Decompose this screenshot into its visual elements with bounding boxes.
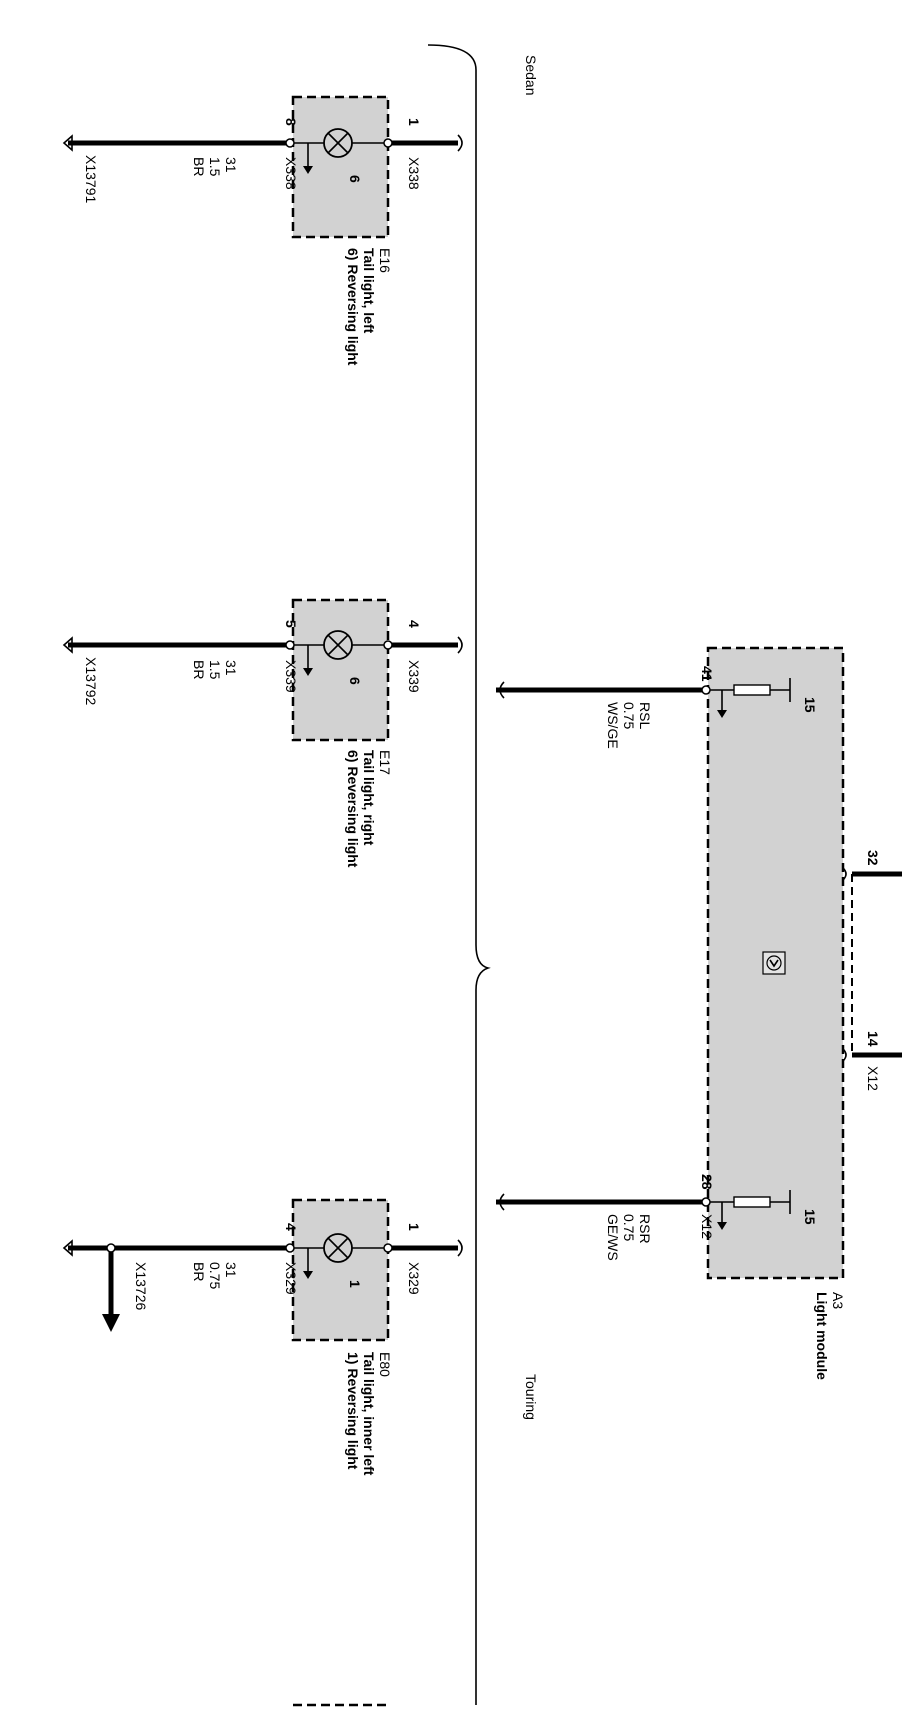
component-e80: 1 X329 4 X329 1 31 0.75 BR X13726 E80 Ta… [62, 1198, 463, 1476]
svg-text:X13792: X13792 [83, 657, 99, 705]
svg-text:X339: X339 [406, 660, 422, 693]
svg-text:E80: E80 [377, 1352, 393, 1377]
module-symbol-icon [762, 951, 786, 975]
variant-label-sedan: Sedan [523, 55, 539, 95]
svg-text:X338: X338 [406, 157, 422, 190]
svg-text:31: 31 [223, 660, 239, 676]
svg-text:15: 15 [802, 1209, 818, 1225]
component-e16: 1 X338 8 X338 6 31 1.5 BR X13791 E16 Tai… [62, 95, 463, 366]
svg-text:4: 4 [283, 1223, 299, 1231]
svg-text:X12: X12 [699, 1214, 715, 1239]
component-e17: 4 X339 5 X339 6 31 1.5 BR X13792 E17 Tai… [62, 598, 463, 868]
svg-text:Light module: Light module [814, 1292, 830, 1380]
svg-text:8: 8 [283, 118, 299, 126]
svg-text:A3: A3 [830, 1292, 846, 1309]
resistor-icon [733, 1196, 771, 1208]
svg-text:41: 41 [699, 666, 715, 682]
svg-text:6) Reversing light: 6) Reversing light [345, 750, 361, 868]
svg-text:X329: X329 [406, 1262, 422, 1295]
svg-text:1: 1 [406, 118, 422, 126]
svg-text:32: 32 [865, 850, 881, 866]
svg-text:Tail light, inner left: Tail light, inner left [361, 1352, 377, 1476]
svg-text:RSL: RSL [637, 702, 653, 729]
svg-text:0.75: 0.75 [621, 1214, 637, 1241]
svg-text:6: 6 [347, 175, 363, 183]
svg-text:6: 6 [347, 677, 363, 685]
svg-text:Touring: Touring [523, 1374, 539, 1420]
svg-text:E17: E17 [377, 750, 393, 775]
svg-text:X338: X338 [283, 157, 299, 190]
svg-text:GE/WS: GE/WS [605, 1214, 621, 1261]
ground-symbol-icon [62, 134, 73, 152]
variant-label-touring: Touring [523, 1374, 539, 1420]
svg-text:4: 4 [406, 620, 422, 628]
svg-text:BR: BR [191, 1262, 207, 1281]
svg-text:BR: BR [191, 157, 207, 176]
resistor-icon [733, 684, 771, 696]
svg-text:BR: BR [191, 660, 207, 679]
svg-text:Sedan: Sedan [523, 55, 539, 95]
svg-text:X13726: X13726 [133, 1262, 149, 1310]
svg-text:X329: X329 [283, 1262, 299, 1295]
ground-symbol-icon [62, 636, 73, 654]
svg-text:WS/GE: WS/GE [605, 702, 621, 749]
svg-text:Tail light, left: Tail light, left [361, 248, 377, 334]
svg-text:1) Reversing light: 1) Reversing light [345, 1352, 361, 1470]
svg-text:X339: X339 [283, 660, 299, 693]
svg-text:1: 1 [347, 1280, 363, 1288]
variant-bracket [427, 44, 491, 1705]
continuation-arrow-icon [102, 1314, 120, 1332]
svg-text:X12: X12 [865, 1066, 881, 1091]
svg-text:1.5: 1.5 [207, 660, 223, 680]
svg-text:28: 28 [699, 1174, 715, 1190]
svg-text:31: 31 [223, 157, 239, 173]
module-a3: 15 41 RSL 0.75 WS/GE 15 28 X12 RSR 0.75 … [496, 646, 902, 1380]
svg-text:5: 5 [283, 620, 299, 628]
svg-text:31: 31 [223, 1262, 239, 1278]
ground-symbol-icon [62, 1239, 73, 1257]
svg-text:E16: E16 [377, 248, 393, 273]
svg-text:0.75: 0.75 [207, 1262, 223, 1289]
svg-text:Tail light, right: Tail light, right [361, 750, 377, 846]
svg-text:15: 15 [802, 697, 818, 713]
svg-text:0.75: 0.75 [621, 702, 637, 729]
svg-text:RSR: RSR [637, 1214, 653, 1244]
svg-text:1: 1 [406, 1223, 422, 1231]
svg-text:X13791: X13791 [83, 155, 99, 203]
svg-text:14: 14 [865, 1031, 881, 1047]
svg-text:1.5: 1.5 [207, 157, 223, 177]
svg-text:6) Reversing light: 6) Reversing light [345, 248, 361, 366]
